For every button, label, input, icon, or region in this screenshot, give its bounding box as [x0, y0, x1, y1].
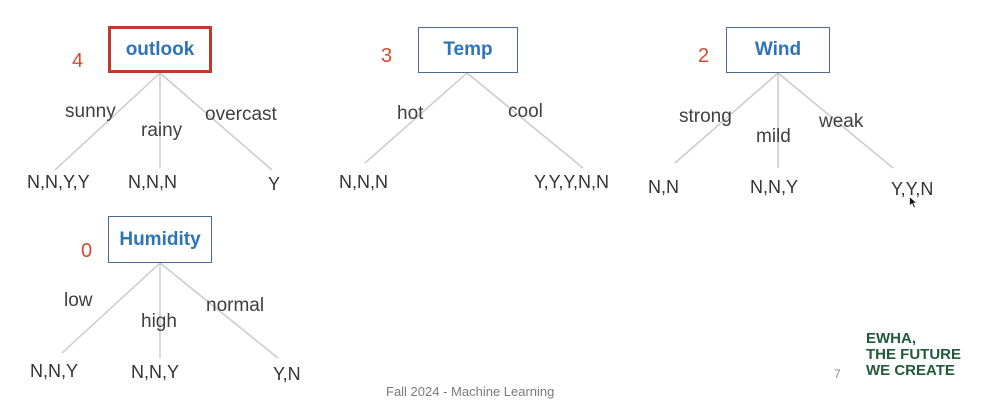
leaf-wind-mild: N,N,Y — [750, 177, 799, 197]
leaf-humidity-normal: Y,N — [273, 364, 301, 384]
branch-label-normal: normal — [206, 295, 265, 316]
leaf-wind-weak: Y,Y,N — [891, 179, 934, 199]
humidity-score: 0 — [81, 240, 93, 262]
leaf-humidity-low: N,N,Y — [30, 361, 79, 381]
branch-label-strong: strong — [679, 106, 732, 127]
edge-outlook-sunny — [54, 72, 161, 171]
temp-score: 3 — [381, 45, 393, 67]
leaf-temp-hot: N,N,N — [339, 172, 388, 192]
branch-label-rainy: rainy — [141, 120, 183, 141]
edge-temp-cool — [466, 72, 584, 169]
edge-temp-hot — [364, 72, 468, 164]
temp-node: Temp — [418, 27, 518, 73]
leaf-outlook-sunny: N,N,Y,Y — [27, 172, 90, 192]
leaf-outlook-rainy: N,N,N — [128, 172, 177, 192]
humidity-node-label: Humidity — [119, 228, 201, 250]
edge-outlook-overcast — [159, 72, 273, 171]
outlook-score: 4 — [72, 50, 84, 72]
wind-score: 2 — [698, 45, 710, 67]
logo-line-2: THE FUTURE — [866, 346, 961, 363]
branch-label-weak: weak — [819, 111, 864, 132]
mouse-cursor-icon — [909, 196, 918, 209]
humidity-node: Humidity — [108, 216, 212, 263]
outlook-node-label: outlook — [125, 38, 195, 60]
leaf-wind-strong: N,N — [648, 177, 679, 197]
logo-line-1: EWHA, — [866, 330, 916, 347]
branch-label-hot: hot — [397, 103, 424, 124]
temp-node-label: Temp — [443, 39, 493, 60]
edge-humidity-normal — [159, 262, 279, 359]
outlook-node: outlook — [108, 26, 212, 73]
branch-label-high: high — [141, 311, 177, 332]
branch-label-low: low — [64, 290, 93, 311]
leaf-outlook-overcast: Y — [268, 174, 281, 194]
branch-label-sunny: sunny — [65, 101, 116, 122]
wind-node-label: Wind — [754, 39, 802, 60]
logo-line-3: WE CREATE — [866, 362, 955, 379]
edge-wind-weak — [777, 72, 894, 169]
leaf-humidity-high: N,N,Y — [131, 362, 180, 382]
leaf-temp-cool: Y,Y,Y,N,N — [534, 172, 610, 192]
branch-label-overcast: overcast — [205, 104, 277, 125]
edge-humidity-low — [61, 262, 161, 354]
branch-label-mild: mild — [756, 126, 791, 147]
page-number: 7 — [834, 367, 841, 381]
ewha-logo: EWHA, THE FUTURE WE CREATE — [866, 331, 961, 379]
wind-node: Wind — [726, 27, 830, 73]
edge-wind-strong — [674, 72, 779, 164]
course-footer: Fall 2024 - Machine Learning — [386, 384, 555, 399]
branch-label-cool: cool — [508, 101, 543, 122]
